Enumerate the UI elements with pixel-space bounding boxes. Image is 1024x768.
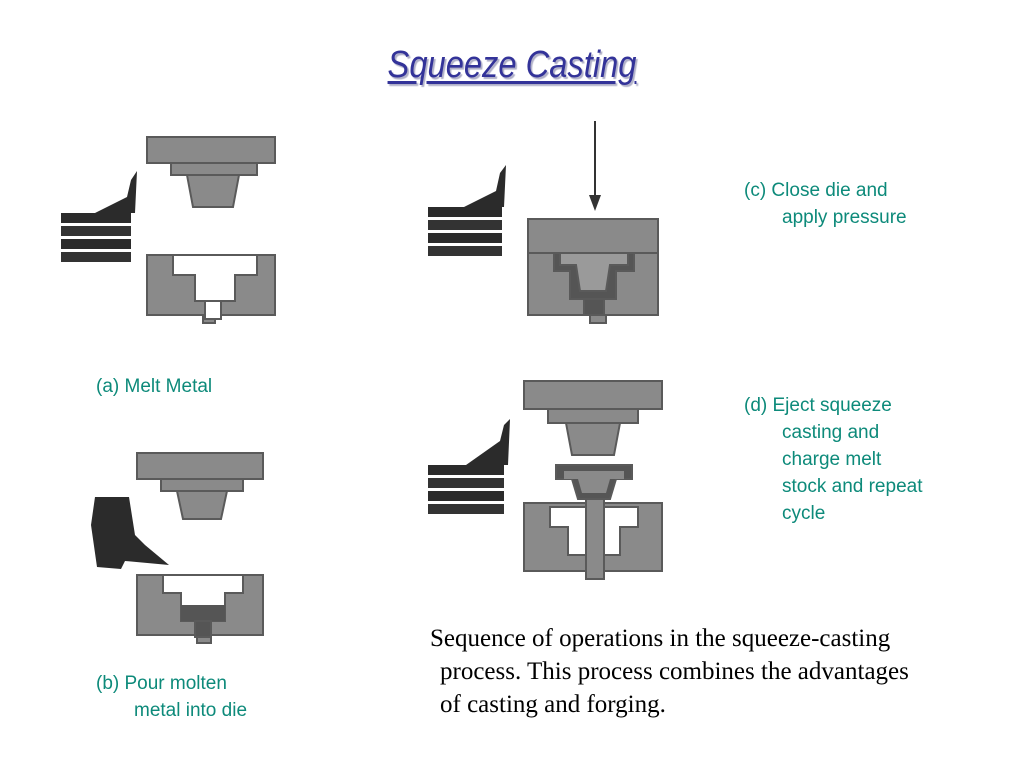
upper-die-punch (146, 136, 276, 208)
caption-line-2: process. This process combines the advan… (440, 658, 909, 685)
step-d-line-4: stock and repeat (782, 476, 923, 497)
lower-die-empty (146, 254, 276, 324)
step-d-line-2: casting and (782, 422, 880, 443)
figure-d-eject-casting (428, 380, 663, 580)
caption-line-1: Sequence of operations in the squeeze-ca… (430, 625, 891, 652)
furnace-ladle (428, 419, 510, 514)
step-a-label: (a) Melt Metal (96, 373, 212, 400)
pouring-ladle (91, 497, 169, 569)
upper-die-punch (136, 452, 264, 520)
step-c-line-2: apply pressure (782, 207, 907, 228)
step-d-line-1: (d) Eject squeeze (744, 395, 892, 416)
step-d-line-5: cycle (782, 503, 826, 524)
figure-a-melt-metal (61, 136, 276, 324)
step-d-label: (d) Eject squeeze casting and charge mel… (744, 392, 922, 527)
step-b-line-1: (b) Pour molten (96, 673, 227, 694)
furnace-ladle (428, 165, 506, 256)
figure-c-apply-pressure (428, 121, 659, 324)
step-b-label: (b) Pour molten metal into die (96, 670, 247, 724)
figure-caption: Sequence of operations in the squeeze-ca… (430, 622, 990, 721)
pressure-arrow (589, 121, 601, 211)
closed-die (527, 218, 659, 324)
figure-b-pour-metal (91, 452, 264, 644)
step-d-line-3: charge melt (782, 449, 882, 470)
ejector-pin (585, 498, 605, 580)
step-c-line-1: (c) Close die and (744, 180, 888, 201)
step-c-label: (c) Close die and apply pressure (744, 177, 907, 231)
upper-die-punch (523, 380, 663, 456)
caption-line-3: of casting and forging. (440, 691, 666, 718)
step-a-line-1: (a) Melt Metal (96, 376, 213, 397)
lower-die-with-metal (136, 574, 264, 644)
lower-die-open (523, 498, 663, 580)
slide-title: Squeeze Casting (387, 44, 637, 86)
ejected-casting (555, 464, 633, 500)
furnace-ladle (61, 171, 137, 262)
step-b-line-2: metal into die (134, 700, 248, 721)
